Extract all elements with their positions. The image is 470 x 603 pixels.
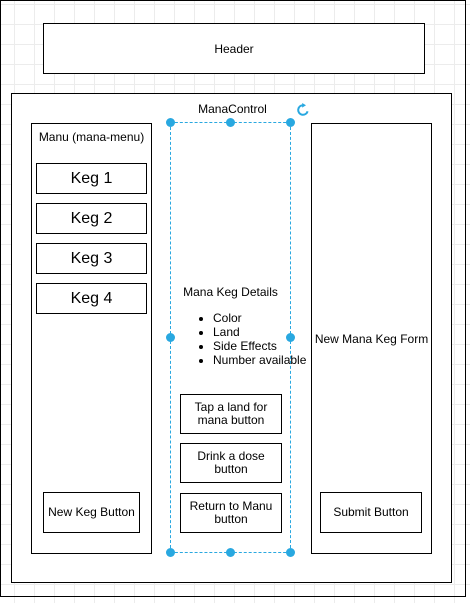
selection-handle-top[interactable]: [226, 118, 235, 127]
details-title: Mana Keg Details: [183, 285, 278, 299]
return-to-menu-button-box[interactable]: Return to Manu button: [180, 493, 282, 533]
selection-handle-bottom[interactable]: [226, 548, 235, 557]
return-to-menu-button-label: Return to Manu button: [189, 499, 273, 526]
selection-handle-top-right[interactable]: [286, 118, 295, 127]
submit-button-box[interactable]: Submit Button: [320, 492, 422, 533]
keg-2-box[interactable]: Keg 2: [36, 203, 147, 234]
drink-dose-button-box[interactable]: Drink a dose button: [180, 443, 282, 483]
tap-land-button-box[interactable]: Tap a land for mana button: [180, 394, 282, 434]
header-label: Header: [214, 41, 254, 56]
selection-handle-left[interactable]: [166, 333, 175, 342]
new-keg-button-box[interactable]: New Keg Button: [43, 492, 140, 533]
menu-panel[interactable]: [31, 123, 152, 554]
details-item-color: Color: [213, 311, 306, 325]
submit-button-label: Submit Button: [333, 505, 409, 519]
keg-4-box[interactable]: Keg 4: [36, 283, 147, 314]
selection-handle-top-left[interactable]: [166, 118, 175, 127]
new-keg-form-panel[interactable]: [311, 123, 432, 554]
keg-label: Keg 4: [70, 289, 113, 307]
header-box[interactable]: Header: [43, 23, 425, 74]
menu-title: Manu (mana-menu): [38, 130, 145, 144]
keg-label: Keg 3: [70, 249, 113, 267]
details-item-land: Land: [213, 325, 306, 339]
selection-handle-bottom-right[interactable]: [286, 548, 295, 557]
rotate-icon[interactable]: [296, 103, 310, 117]
keg-3-box[interactable]: Keg 3: [36, 243, 147, 274]
keg-label: Keg 1: [70, 169, 113, 187]
selection-handle-bottom-left[interactable]: [166, 548, 175, 557]
mana-control-title: ManaControl: [198, 102, 267, 116]
details-list: Color Land Side Effects Number available: [180, 311, 306, 367]
selection-handle-right[interactable]: [286, 333, 295, 342]
keg-label: Keg 2: [70, 209, 113, 227]
new-keg-button-label: New Keg Button: [48, 505, 135, 519]
drink-dose-button-label: Drink a dose button: [197, 449, 265, 476]
details-item-number-available: Number available: [213, 353, 306, 367]
keg-1-box[interactable]: Keg 1: [36, 163, 147, 194]
details-item-side-effects: Side Effects: [213, 339, 306, 353]
tap-land-button-label: Tap a land for mana button: [194, 400, 268, 427]
form-title: New Mana Keg Form: [314, 332, 429, 346]
